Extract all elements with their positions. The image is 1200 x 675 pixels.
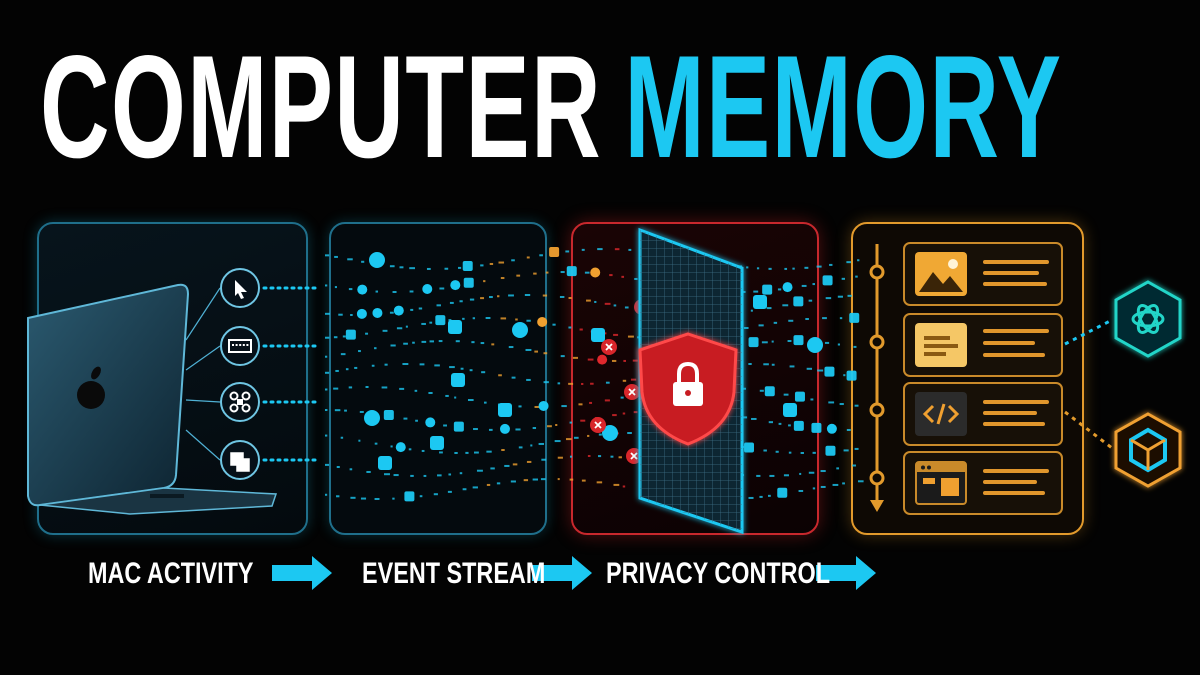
cube-logo-icon: [1114, 412, 1182, 488]
arrow-icon: [532, 556, 592, 590]
blocked-event-icon: [601, 339, 617, 355]
label-event-stream: EVENT STREAM: [362, 557, 546, 590]
event-stream-panel: [329, 222, 547, 535]
image-icon: [915, 252, 967, 296]
command-key-icon: [220, 382, 260, 422]
blocked-event-icon: [624, 384, 640, 400]
label-mac-activity: MAC ACTIVITY: [88, 557, 254, 590]
title-word-computer: COMPUTER: [40, 25, 602, 188]
arrow-icon: [272, 556, 332, 590]
blocked-event-icon: [626, 448, 642, 464]
blocked-event-icon: [590, 417, 606, 433]
browser-window-icon: [915, 461, 967, 505]
code-icon: [915, 392, 967, 436]
cursor-click-icon: [220, 268, 260, 308]
apple-logo-icon: [77, 366, 105, 409]
memory-card-code: [903, 382, 1063, 446]
label-privacy-control: PRIVACY CONTROL: [606, 557, 831, 590]
shield-lock-icon: [638, 332, 738, 446]
window-stack-icon: [220, 440, 260, 480]
keyboard-icon: [220, 326, 260, 366]
memory-card-browser: [903, 451, 1063, 515]
title-word-memory: MEMORY: [624, 25, 1063, 188]
openai-logo-icon: [1114, 280, 1182, 358]
memory-timeline: [869, 244, 885, 512]
memory-card-document: [903, 313, 1063, 377]
laptop-illustration: [27, 283, 278, 515]
document-icon: [915, 323, 967, 367]
memory-card-image: [903, 242, 1063, 306]
arrow-icon: [816, 556, 876, 590]
